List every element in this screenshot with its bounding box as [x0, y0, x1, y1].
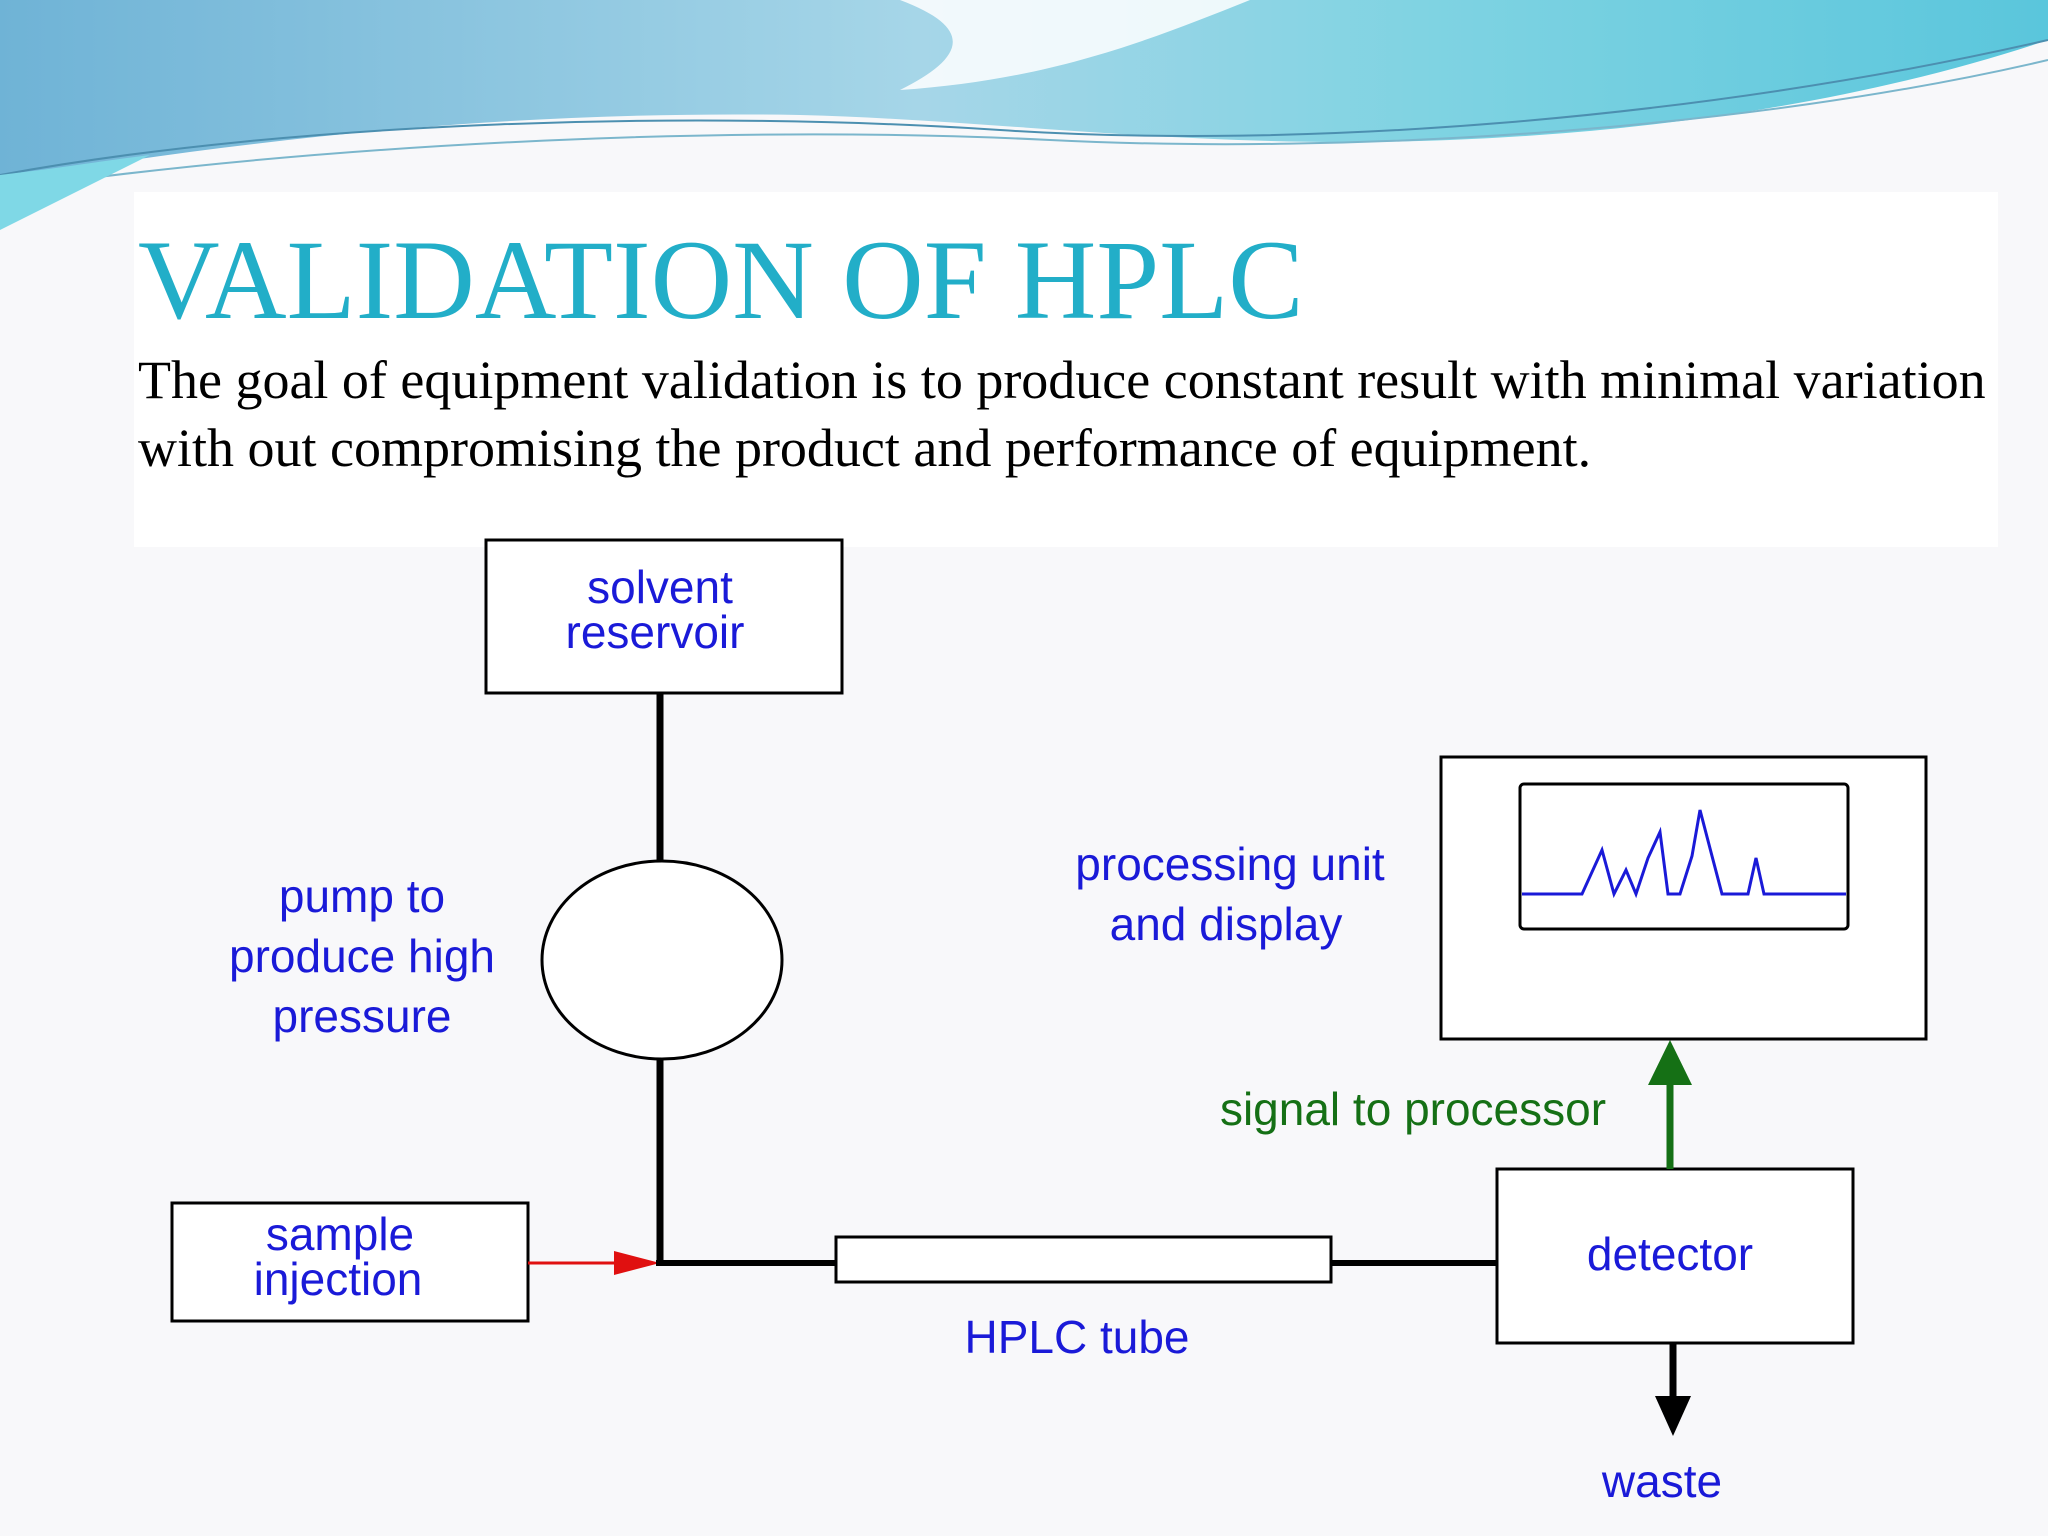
- hplc-tube-label: HPLC tube: [964, 1311, 1189, 1363]
- solvent-reservoir-box: solvent reservoir: [484, 538, 844, 695]
- pump-label-line1: pump to: [279, 870, 445, 922]
- processing-unit-label: processing unit and display: [1075, 838, 1385, 950]
- signal-arrow: [1648, 1040, 1692, 1169]
- injection-arrow: [528, 1251, 660, 1275]
- signal-label: signal to processor: [1220, 1083, 1606, 1135]
- processing-unit-label-line2: and display: [1110, 898, 1343, 950]
- chromatogram-display: [1518, 782, 1850, 931]
- hplc-tube: [834, 1235, 1333, 1284]
- solvent-reservoir-label-line2: reservoir: [566, 606, 745, 658]
- pump-circle: [540, 859, 784, 1061]
- sample-injection-label-line2: injection: [254, 1253, 423, 1305]
- chromatogram-trace: [1522, 809, 1846, 899]
- processing-unit-label-line1: processing unit: [1075, 838, 1385, 890]
- pump-label: pump to produce high pressure: [229, 870, 495, 1042]
- pump-label-line2: produce high: [229, 930, 495, 982]
- content-panel: [134, 192, 1998, 547]
- sample-injection-box: sample injection: [170, 1201, 530, 1323]
- waste-arrow: [1655, 1343, 1691, 1436]
- waste-label: waste: [1601, 1455, 1722, 1507]
- solvent-reservoir-label-line1: solvent: [587, 561, 733, 613]
- slide-body-text: The goal of equipment validation is to p…: [138, 350, 1986, 478]
- detector-box: detector: [1495, 1167, 1855, 1345]
- header-wave-banner: [0, 0, 2048, 230]
- processing-unit-box: [1439, 755, 1928, 1041]
- sample-injection-label-line1: sample: [266, 1208, 414, 1260]
- detector-label: detector: [1587, 1228, 1753, 1280]
- pump-label-line3: pressure: [273, 990, 452, 1042]
- slide-title: VALIDATION OF HPLC: [138, 218, 1304, 343]
